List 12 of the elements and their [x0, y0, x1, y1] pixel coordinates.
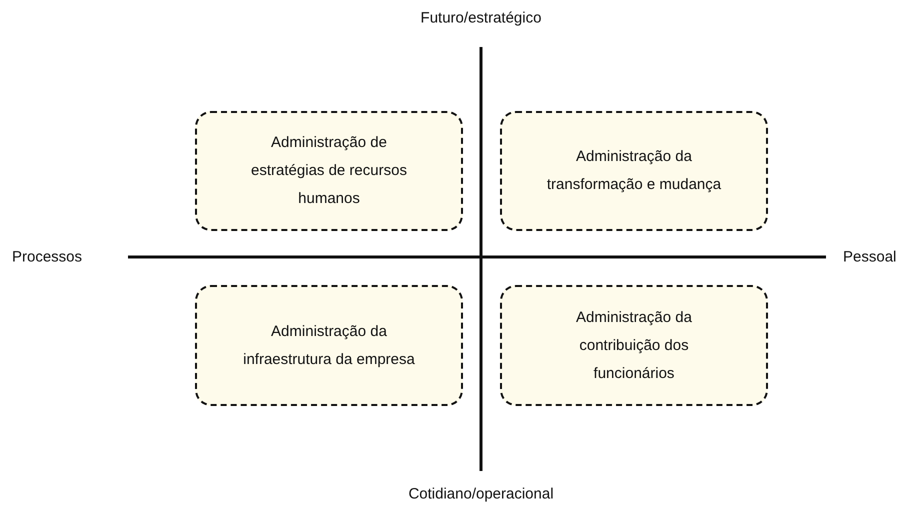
- axis-label: Futuro/estratégico: [420, 10, 542, 26]
- quadrant-box: [500, 285, 768, 406]
- quadrant-text: Administração da transformação e mudança: [546, 147, 722, 195]
- axis-label: Cotidiano/operacional: [408, 486, 554, 502]
- quadrant-box: [195, 111, 463, 231]
- quadrant-text: Administração de estratégias de recursos humanos: [250, 133, 408, 209]
- axis-label: Processos: [12, 248, 82, 266]
- quadrant-text: Administração da infraestrutura da empresa: [242, 322, 416, 370]
- axis-label: Pessoal: [843, 248, 896, 266]
- quadrant-box: [500, 111, 768, 231]
- quadrant-box: [195, 285, 463, 406]
- quadrant-text: Administração da contribuição dos funcionários: [575, 308, 693, 384]
